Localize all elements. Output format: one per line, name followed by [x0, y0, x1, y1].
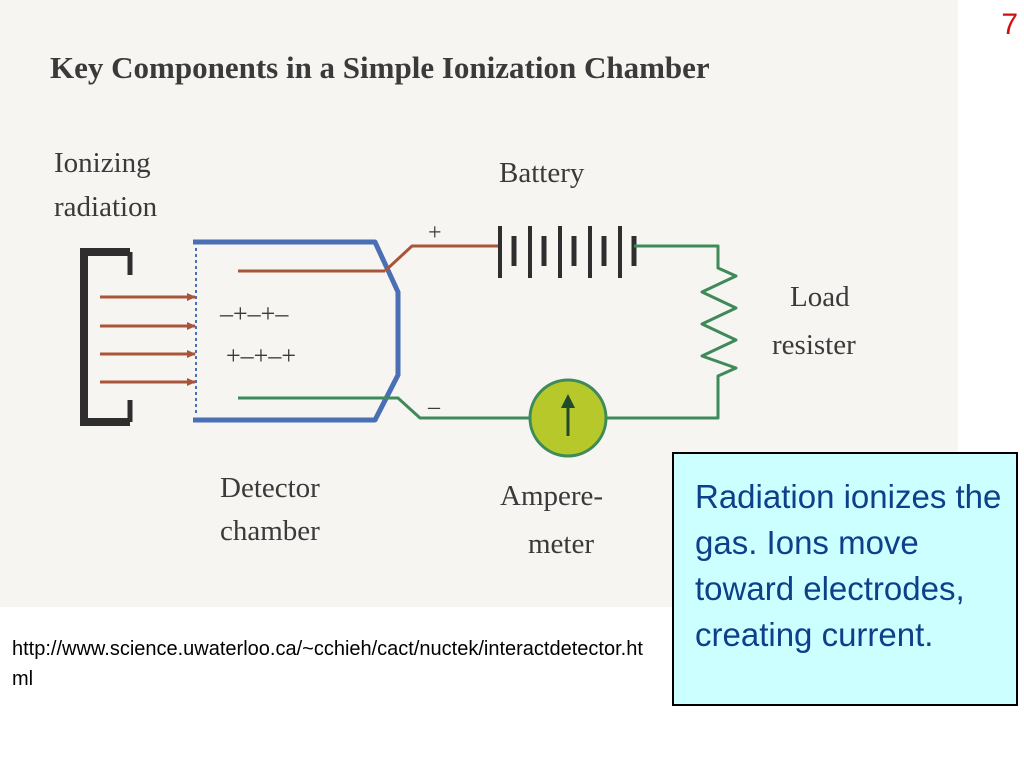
- detector-chamber-outline: [193, 239, 401, 423]
- diagram-figure: Key Components in a Simple Ionization Ch…: [0, 0, 958, 607]
- callout-text: Radiation ionizes the gas. Ions move tow…: [695, 478, 1002, 653]
- positive-wire: [383, 244, 498, 273]
- return-wire: [606, 244, 738, 420]
- label-ionizing: Ionizing: [54, 147, 151, 179]
- source-url: http://www.science.uwaterloo.ca/~cchieh/…: [12, 638, 643, 690]
- label-chamber: chamber: [220, 515, 320, 547]
- explanation-callout: Radiation ionizes the gas. Ions move tow…: [672, 452, 1018, 706]
- meter-arrow-icon: [561, 394, 575, 408]
- label-resister: resister: [772, 329, 856, 361]
- label-load: Load: [790, 281, 850, 313]
- ion-charges-row2: +–+–+: [226, 341, 296, 370]
- ionization-chamber-diagram: Key Components in a Simple Ionization Ch…: [50, 50, 856, 560]
- plus-sign: +: [428, 220, 442, 246]
- label-radiation: radiation: [54, 191, 158, 223]
- radiation-source-frame: [80, 248, 130, 426]
- label-detector: Detector: [220, 472, 320, 504]
- ion-charges-row1: –+–+–: [219, 299, 289, 328]
- label-ampere: Ampere-: [500, 480, 603, 512]
- minus-sign: –: [427, 394, 441, 420]
- battery-symbol: [498, 226, 637, 278]
- label-meter: meter: [528, 528, 594, 560]
- slide-number: 7: [1001, 8, 1018, 41]
- negative-wire: [385, 396, 530, 420]
- diagram-title: Key Components in a Simple Ionization Ch…: [50, 50, 710, 85]
- label-battery: Battery: [499, 157, 585, 189]
